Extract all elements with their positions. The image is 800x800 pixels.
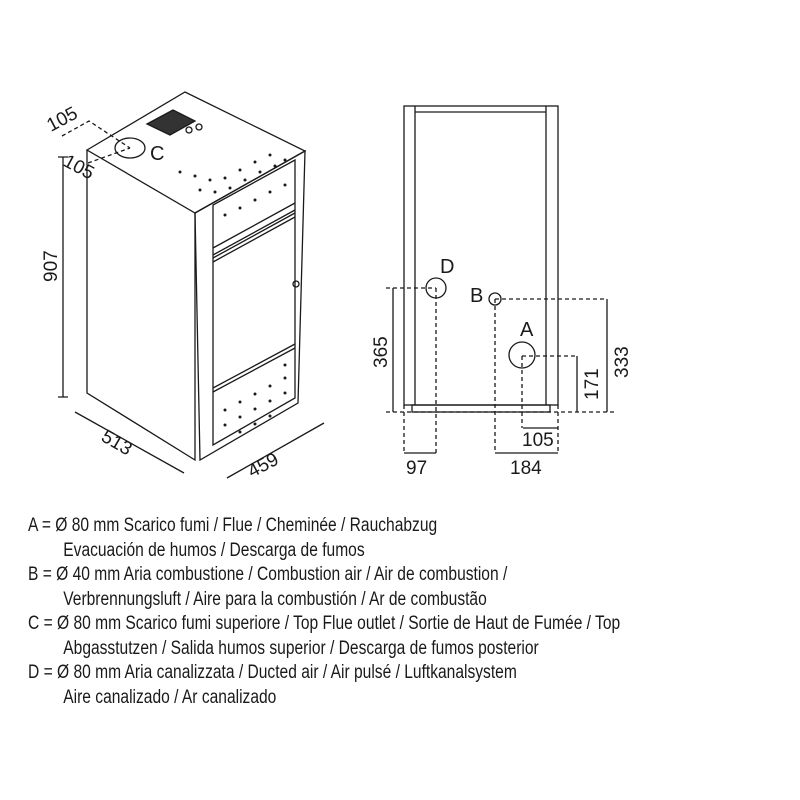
button-icon — [185, 126, 193, 134]
dim-d-offset: 97 — [406, 458, 427, 479]
dim-b-height: 333 — [612, 346, 633, 378]
dim-depth: 513 — [98, 426, 136, 460]
legend-b-sub: Verbrennungsluft / Aire para la combusti… — [63, 588, 487, 610]
stove-rear-view — [386, 105, 614, 454]
stove-front — [194, 149, 306, 462]
legend-c-sub: Abgasstutzen / Salida humos superior / D… — [63, 637, 539, 659]
legend-b: B = Ø 40 mm Aria combustione / Combustio… — [28, 564, 508, 585]
dim-height: 907 — [41, 250, 62, 282]
label-d: D — [440, 256, 454, 278]
outlet-b — [488, 292, 502, 306]
control-panel — [145, 109, 197, 136]
dim-lines — [392, 288, 608, 454]
dim-a-offset: 105 — [522, 430, 554, 451]
stove-perspective — [58, 91, 325, 479]
dim-top-1: 105 — [43, 103, 81, 136]
legend-d: D = Ø 80 mm Aria canalizzata / Ducted ai… — [28, 662, 517, 683]
front-panel — [212, 158, 296, 447]
dim-top-2: 105 — [60, 151, 98, 184]
button-icon — [195, 123, 203, 131]
base-dim-lines — [74, 411, 325, 479]
rear-outline — [403, 105, 559, 406]
dim-b-offset: 184 — [510, 458, 542, 479]
dim-width: 459 — [244, 449, 282, 482]
legend: A = Ø 80 mm Scarico fumi / Flue / Chemin… — [28, 514, 620, 710]
top-flue-outlet-c — [114, 137, 146, 159]
legend-a-sub: Evacuación de humos / Descarga de fumos — [63, 539, 365, 561]
stove-side — [86, 150, 196, 462]
label-c: C — [150, 143, 164, 165]
vent-holes — [178, 153, 287, 434]
rear-frame — [414, 106, 547, 405]
door-bottom — [212, 343, 296, 393]
grille-lines — [212, 202, 296, 263]
c-dim-lines — [61, 120, 131, 164]
dim-a-height: 171 — [582, 368, 603, 400]
legend-d-sub: Aire canalizado / Ar canalizado — [63, 686, 277, 708]
outlet-a — [508, 341, 536, 369]
legend-a: A = Ø 80 mm Scarico fumi / Flue / Chemin… — [28, 515, 438, 536]
label-b: B — [470, 285, 483, 307]
legend-c: C = Ø 80 mm Scarico fumi superiore / Top… — [28, 613, 621, 634]
height-dim-line — [58, 156, 68, 398]
dim-d-height: 365 — [371, 336, 392, 368]
stove-top — [85, 91, 307, 214]
rear-base — [411, 404, 551, 413]
door-handle — [292, 280, 300, 288]
label-a: A — [520, 319, 534, 341]
dim-guides — [386, 287, 614, 453]
